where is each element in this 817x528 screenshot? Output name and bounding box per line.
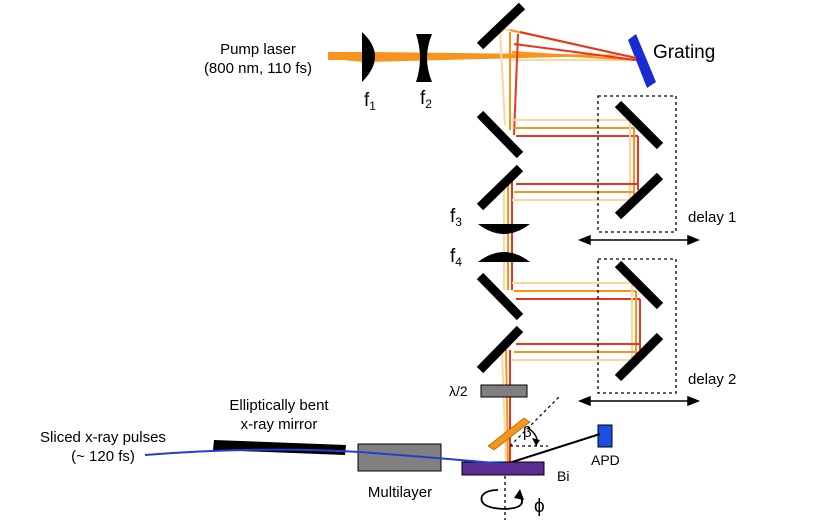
delay2-mirror-top (614, 260, 664, 310)
lens-f3 (478, 224, 530, 234)
xray-mirror (213, 440, 346, 455)
apd-beam (505, 433, 601, 465)
half-wave-plate (480, 384, 528, 398)
xray-beam (144, 448, 507, 465)
lens-f2 (416, 34, 432, 82)
beta-arrowhead (532, 438, 540, 446)
polarizer (487, 417, 531, 451)
column-mirrors (476, 2, 526, 374)
grating-dispersed-beams (499, 27, 637, 61)
f2-label: f2 (420, 88, 432, 111)
multilayer-label: Multilayer (368, 484, 432, 501)
vertical-beams (499, 29, 519, 466)
half-wave-label: λ/2 (449, 383, 468, 399)
f3-label: f3 (450, 206, 462, 229)
delay-arrows (577, 234, 701, 407)
xray-label-line2: (~ 120 fs) (71, 448, 135, 465)
lens-f4 (478, 252, 530, 262)
delay1-beams (512, 119, 639, 201)
beta-label: β (523, 424, 532, 441)
grating-label: Grating (653, 42, 715, 63)
f1-label: f1 (364, 90, 376, 113)
lens-f1 (362, 32, 375, 82)
delay-mirrors (614, 100, 664, 382)
delay2-beams (512, 282, 641, 361)
beta-angle (509, 395, 561, 447)
f4-label: f4 (450, 246, 462, 269)
delay1-box (597, 95, 677, 233)
pump-laser-spec: (800 nm, 110 fs) (204, 60, 312, 77)
bi-label: Bi (557, 468, 569, 484)
mirror-4 (476, 272, 524, 321)
delay1-mirror-bottom (614, 172, 664, 220)
phi-label: ϕ (534, 496, 545, 517)
phi-rotation-arrow (480, 489, 523, 510)
pump-laser-label: Pump laser (220, 41, 296, 58)
apd-label: APD (591, 452, 620, 468)
delay1-label: delay 1 (688, 209, 736, 226)
mirror-label-line2: x-ray mirror (241, 416, 318, 433)
bi-sample (461, 461, 545, 476)
pump-beam-input (328, 52, 368, 60)
delay2-label: delay 2 (688, 371, 736, 388)
phi-arrowhead (514, 489, 524, 500)
delay2-mirror-bottom (614, 332, 664, 382)
mirror-top (476, 2, 526, 50)
apd-detector (597, 424, 613, 448)
mirror-label-line1: Elliptically bent (229, 397, 329, 414)
delay2-box (597, 258, 677, 394)
mirror-3 (476, 164, 524, 211)
mirror-2 (476, 110, 524, 159)
mirror-5 (476, 325, 524, 374)
delay1-mirror-top (614, 100, 664, 150)
xray-label-line1: Sliced x-ray pulses (40, 429, 166, 446)
grating (628, 34, 656, 88)
